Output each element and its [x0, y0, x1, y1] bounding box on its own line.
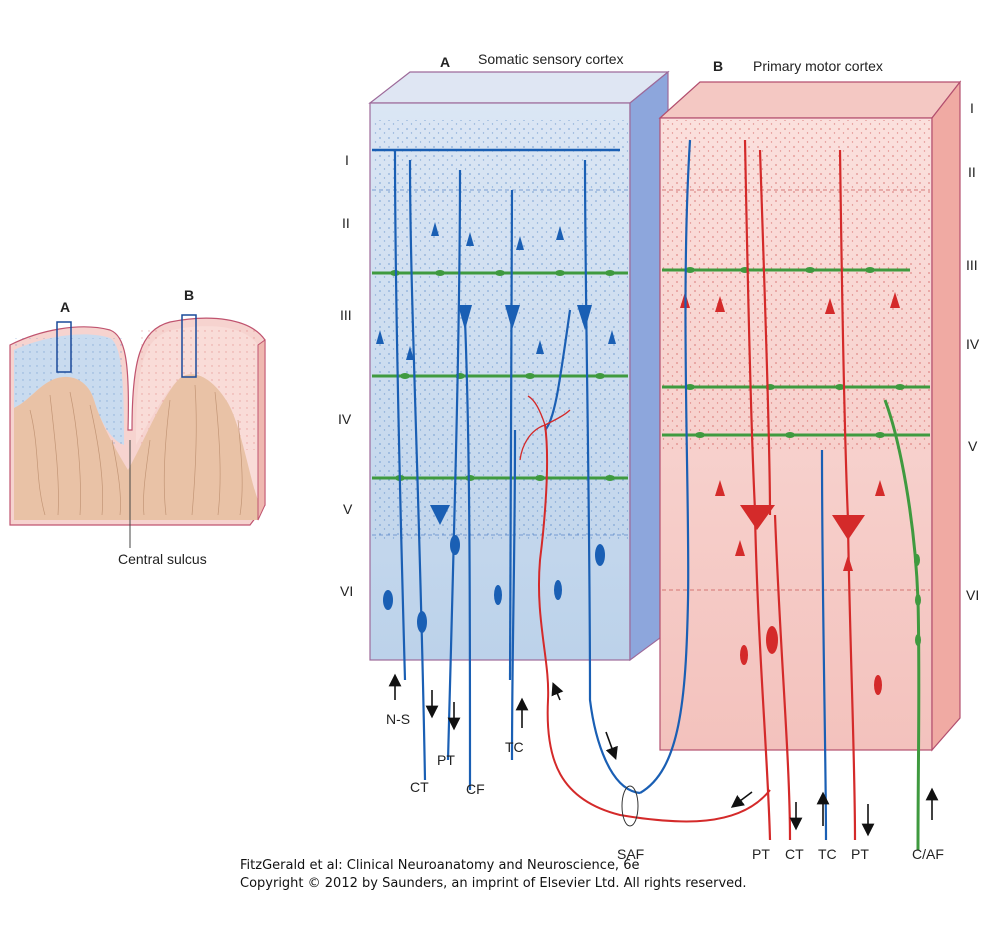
fiber-texture: [29, 384, 243, 516]
block-b-top: [658, 81, 962, 119]
fiber-b-caf: C/AF: [912, 846, 944, 862]
fiber-b-ct: CT: [785, 846, 804, 862]
block-a-green-varicosities: [390, 270, 615, 481]
layer-a-6: VI: [340, 583, 353, 599]
layer-a-5: V: [343, 501, 353, 517]
layer-b-3: III: [966, 257, 978, 273]
saf-red-axon: [537, 424, 771, 823]
fiber-a-pt: PT: [437, 752, 455, 768]
block-a-top: [368, 71, 670, 104]
block-b-side: [931, 80, 961, 752]
layer-b-2: II: [968, 164, 976, 180]
inset-label-b: B: [184, 287, 194, 303]
panel-a-fiber-labels: N-S CT PT CF TC: [386, 711, 524, 797]
fiber-a-ns: N-S: [386, 711, 410, 727]
block-a-blue-fibers: [393, 149, 641, 795]
inset-label-a: A: [60, 299, 70, 315]
panel-a-letter: A: [440, 54, 450, 70]
fiber-a-ct: CT: [410, 779, 429, 795]
central-sulcus-label: Central sulcus: [118, 551, 207, 567]
block-b-red-fibers: [743, 139, 857, 841]
credit-line-1: FitzGerald et al: Clinical Neuroanatomy …: [240, 858, 640, 873]
red-terminal-a: [519, 395, 571, 461]
panel-b-arrows: [730, 787, 939, 837]
layer-b-6: VI: [966, 587, 979, 603]
layer-a-1: I: [345, 152, 349, 168]
box-b: [181, 314, 197, 378]
layer-a-2: II: [342, 215, 350, 231]
panel-b-title: Primary motor cortex: [753, 58, 883, 74]
saf-label: SAF: [617, 846, 644, 862]
block-a-sensory: A Somatic sensory cortex I II III IV V V…: [338, 51, 771, 823]
fiber-a-tc: TC: [505, 739, 524, 755]
box-a: [56, 321, 72, 373]
panel-a-title: Somatic sensory cortex: [478, 51, 624, 67]
panel-b-fiber-labels: PT CT TC PT C/AF: [752, 846, 944, 862]
block-b-layer-lines: [662, 189, 930, 591]
block-a-neurons: [376, 222, 616, 633]
layer-a-3: III: [340, 307, 352, 323]
arrow-red-a: [551, 682, 564, 701]
fiber-b-tc: TC: [818, 846, 837, 862]
layer-b-5: V: [968, 438, 978, 454]
panel-b-layers: I II III IV V VI: [966, 100, 980, 603]
fiber-a-cf: CF: [466, 781, 485, 797]
layer-a-4: IV: [338, 411, 352, 427]
fiber-b-pt1: PT: [752, 846, 770, 862]
panel-a-arrows: [388, 673, 618, 761]
arrow-saf-b: [730, 791, 753, 808]
white-matter: [14, 374, 258, 520]
arrow-blue-a: [605, 731, 618, 761]
block-b-motor: B Primary motor cortex I II III IV V VI …: [639, 58, 980, 862]
saf-ellipse: [621, 785, 639, 827]
panel-a-layers: I II III IV V VI: [338, 152, 353, 599]
panel-b-letter: B: [713, 58, 723, 74]
gyri-inset: A B Central sulcus: [9, 287, 266, 567]
fiber-b-pt2: PT: [851, 846, 869, 862]
block-b-dots: [662, 120, 930, 450]
layer-b-1: I: [970, 100, 974, 116]
block-b-neurons: [680, 292, 900, 695]
layer-b-4: IV: [966, 336, 980, 352]
credit-line-2: Copyright © 2012 by Saunders, an imprint…: [240, 876, 747, 891]
